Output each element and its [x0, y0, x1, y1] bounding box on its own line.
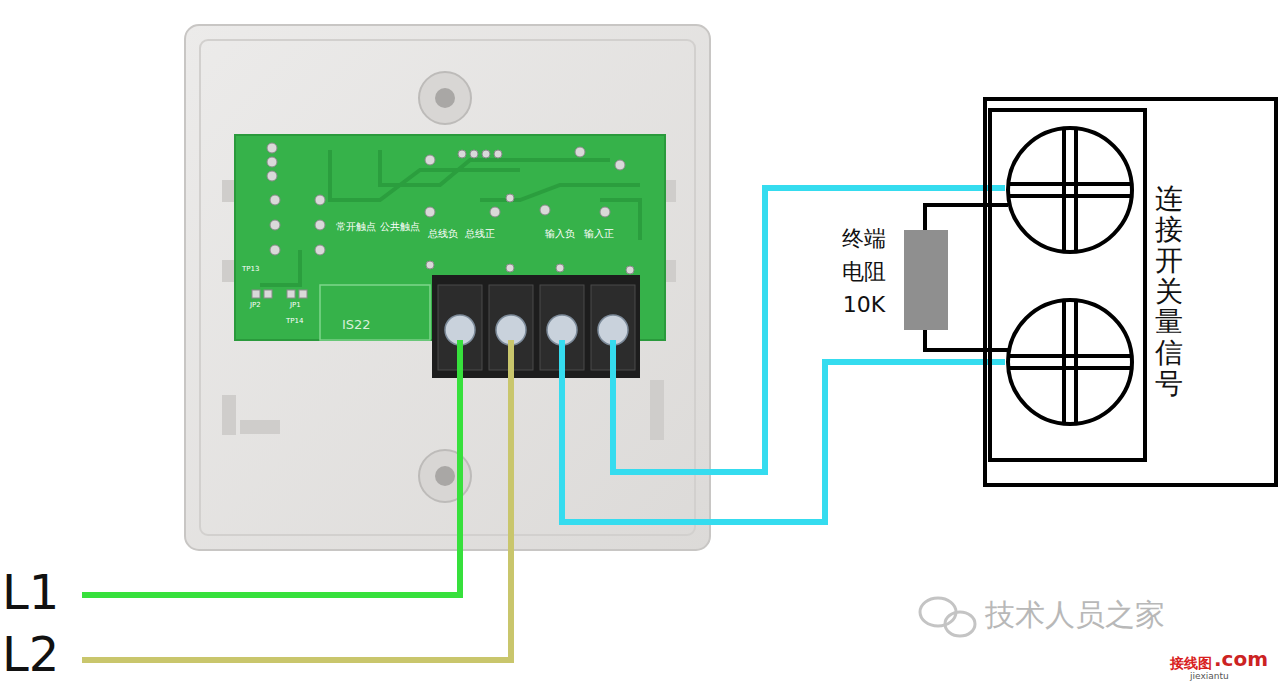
watermark: jiexiantu [1190, 672, 1229, 682]
board-mark: IS22 [342, 318, 371, 332]
mounting-hole [435, 88, 455, 108]
jumper-name: JP1 [290, 302, 301, 310]
resistor-symbol [904, 230, 948, 330]
terminal-name: 总线负 [428, 228, 458, 239]
jumper-name: JP2 [250, 302, 261, 310]
housing-rim [200, 40, 695, 535]
terminal-name: 输入负 [545, 228, 575, 239]
housing-clip [222, 180, 236, 202]
terminal-name: 公共触点 [380, 221, 420, 232]
terminal-name: 输入正 [584, 228, 614, 239]
device-terminal-box: 连接开关量信号 [983, 97, 1278, 487]
mounting-boss [419, 450, 471, 502]
resistor-label: 终端 电阻 10K [830, 222, 898, 321]
test-point: TP14 [286, 318, 303, 326]
housing-clip [240, 420, 280, 434]
line-name: L1 [2, 568, 59, 616]
line-name: L2 [2, 630, 59, 678]
terminal-frame [990, 110, 1145, 460]
terminal-name: 常开触点 [336, 221, 376, 232]
mounting-boss [419, 72, 471, 124]
resistor-lead [925, 328, 1008, 350]
watermark: 技术人员之家 [985, 598, 1165, 631]
watermark: .com [1214, 648, 1268, 670]
housing-clip [222, 260, 236, 282]
terminal-block [432, 275, 640, 378]
housing-clip [650, 380, 664, 440]
mounting-hole [435, 466, 455, 486]
resistor-lead [925, 205, 1008, 232]
terminal-screw [445, 315, 628, 345]
wire-l1 [82, 340, 460, 595]
terminal-name: 总线正 [465, 228, 495, 239]
test-point: TP13 [242, 266, 259, 274]
signal-wire [613, 188, 1005, 472]
pcb-trace [260, 150, 640, 285]
wire-l2 [82, 340, 511, 660]
watermark-icon [920, 598, 975, 636]
device-screw [1008, 128, 1132, 424]
pcb-pad [252, 143, 634, 298]
signal-wire [562, 340, 1005, 522]
housing-clip [222, 395, 236, 435]
device-label: 连接开关量信号 [1155, 184, 1183, 400]
terminal-slot [438, 285, 635, 370]
watermark: 接线图 [1170, 656, 1212, 671]
silkscreen-outline [320, 285, 430, 340]
